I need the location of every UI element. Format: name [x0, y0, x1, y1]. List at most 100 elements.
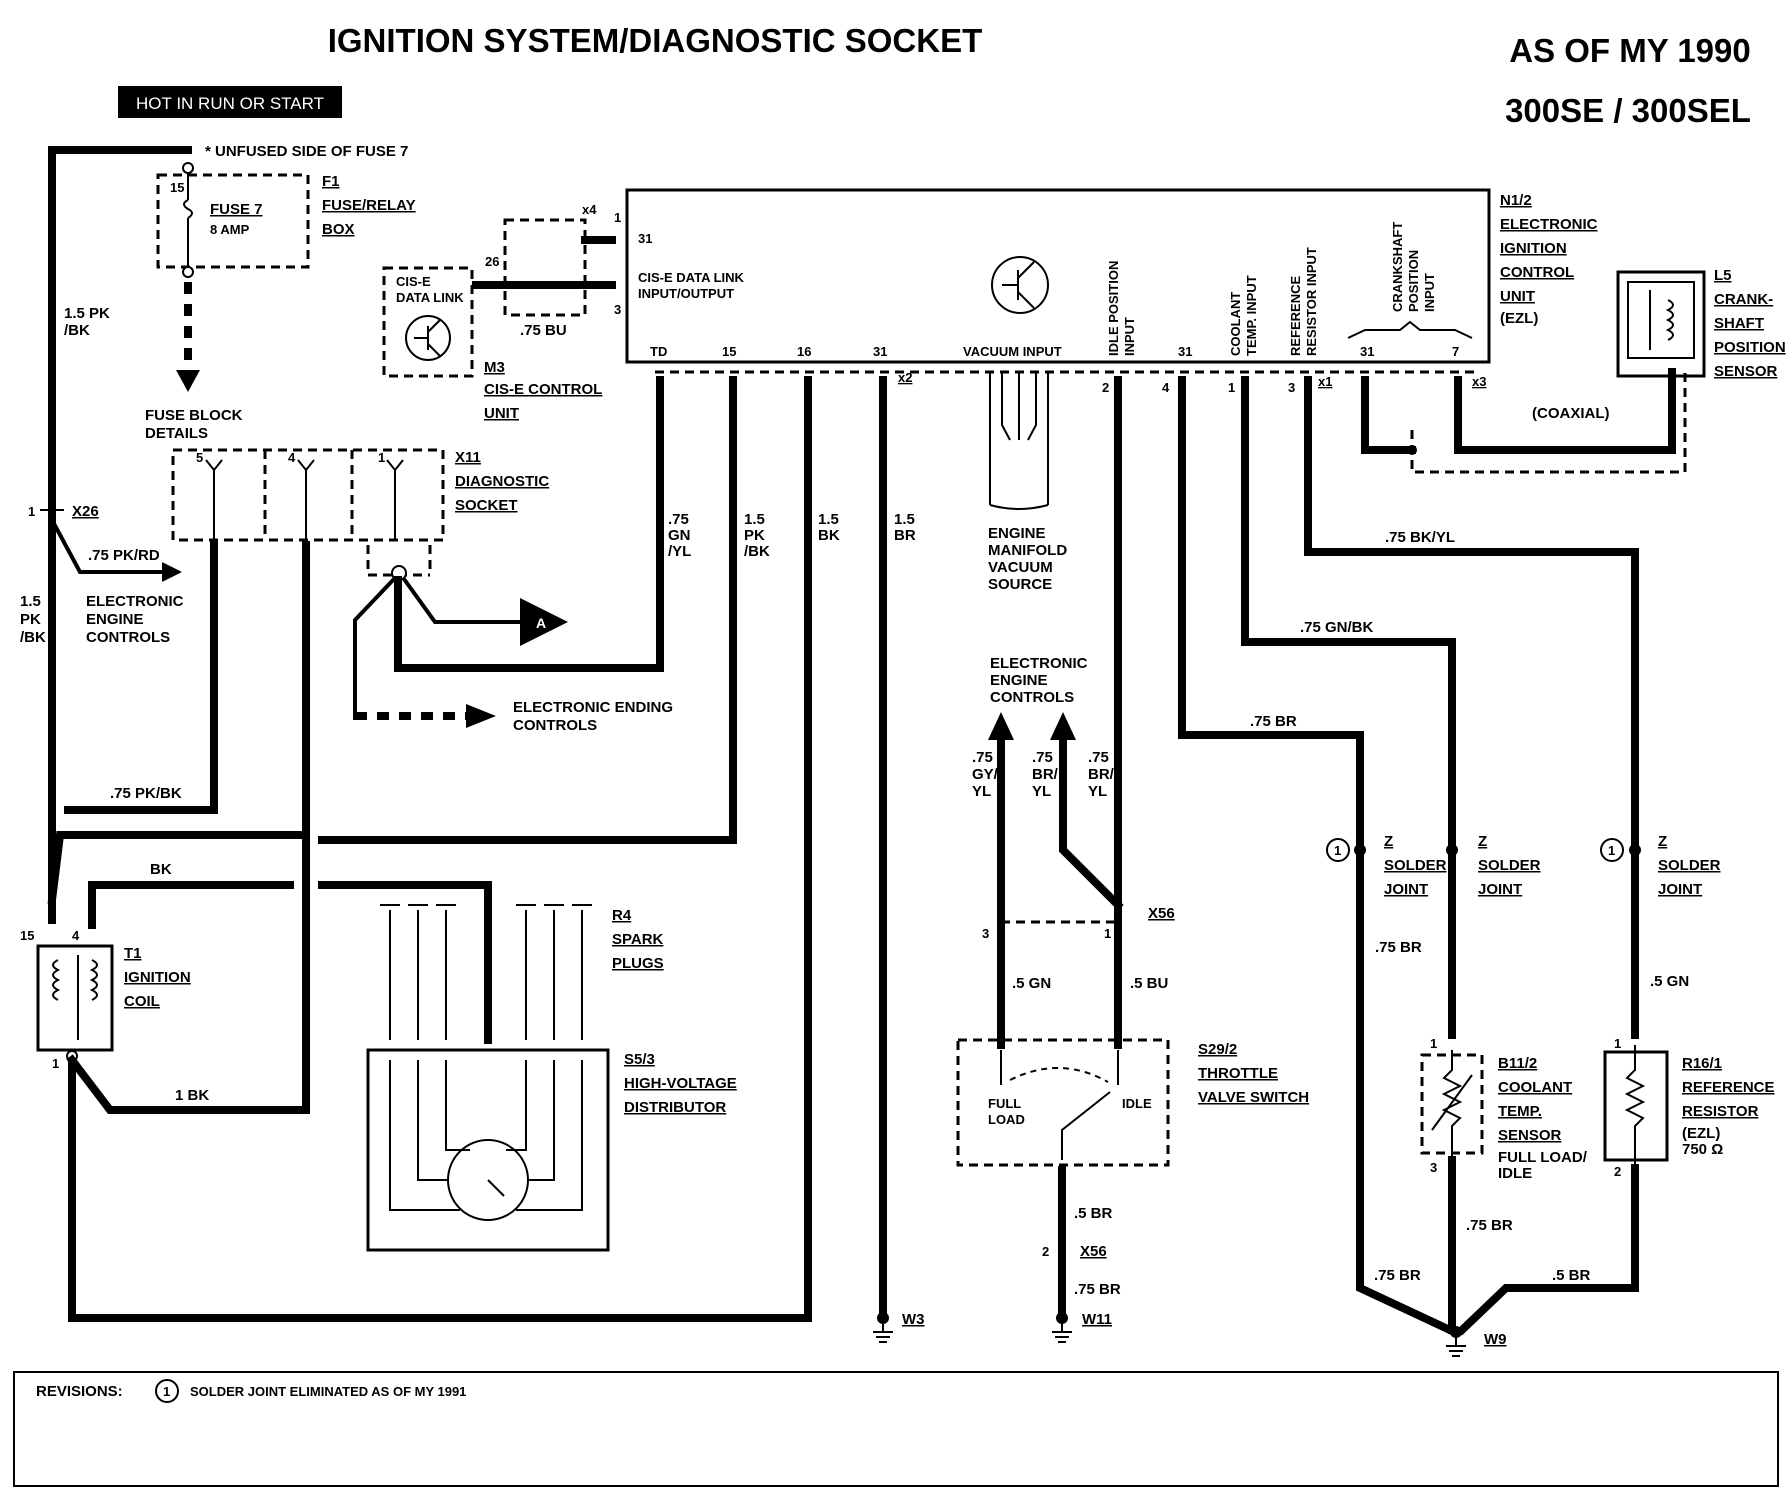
- l5-line-2: SHAFT: [1714, 315, 1764, 332]
- ezl-reference-input-2: RESISTOR INPUT: [1304, 247, 1319, 356]
- x11-pin-1: 1: [378, 450, 385, 465]
- eec-mid-2: CONTROLS: [513, 717, 597, 734]
- b112-line-2: TEMP.: [1498, 1103, 1542, 1120]
- splice-left-z: Z: [1384, 833, 1393, 850]
- fuse-detail-arrow: [176, 370, 200, 392]
- wire-label-pk-bk-top2: /BK: [64, 322, 90, 339]
- s53-line-1: HIGH-VOLTAGE: [624, 1075, 737, 1092]
- coil-icon: [52, 955, 98, 1040]
- x4-id: x4: [582, 202, 597, 217]
- ezl-idle-input-1: IDLE POSITION: [1106, 261, 1121, 356]
- x56-pin-2: 2: [1042, 1244, 1049, 1259]
- eec-right-1: ELECTRONIC: [990, 655, 1088, 672]
- splice-right-rev: 1: [1608, 843, 1615, 858]
- m3-pin-26: 26: [485, 254, 499, 269]
- feed-wire-pk-bk: [48, 146, 192, 924]
- x11-pin-5: 5: [196, 450, 203, 465]
- x4-connector-box: [503, 218, 587, 317]
- ezl-datalink-2: INPUT/OUTPUT: [638, 286, 734, 301]
- ground-w3: [873, 1312, 893, 1343]
- wire-label-gn5: .5 GN: [1012, 975, 1051, 992]
- eec-right-2: ENGINE: [990, 672, 1048, 689]
- wire-label-gn-yl-2: GN: [668, 527, 691, 544]
- coaxial-shield: [1410, 372, 1687, 474]
- wire-label-br-yl-a-3: YL: [1032, 783, 1051, 800]
- t1-line-1: IGNITION: [124, 969, 191, 986]
- m3-inner2: DATA LINK: [396, 290, 464, 305]
- s292-idle: IDLE: [1122, 1096, 1152, 1111]
- r161-line-1: REFERENCE: [1682, 1079, 1775, 1096]
- wire-label-gy-yl-1: .75: [972, 749, 993, 766]
- wire-label-bu: .75 BU: [520, 322, 567, 339]
- fuse-symbol: [183, 199, 193, 219]
- wire-br-resistor-ground: [1456, 1164, 1639, 1336]
- ezl-control-unit: [625, 188, 1491, 364]
- splice-right-solder: SOLDER: [1658, 857, 1721, 874]
- spark-plugs-r4: [380, 904, 592, 1040]
- l5-line-1: CRANK-: [1714, 291, 1773, 308]
- ezl-id: N1/2: [1500, 192, 1532, 209]
- wire-label-br5b: .5 BR: [1552, 1267, 1591, 1284]
- eec-right-3: CONTROLS: [990, 689, 1074, 706]
- revisions-marker: [155, 1379, 179, 1403]
- revisions-box: [13, 1371, 1779, 1487]
- ezl-line-3: CONTROL: [1500, 264, 1574, 281]
- m3-desc2: UNIT: [484, 405, 519, 422]
- throttle-valve-switch-s292: [956, 1038, 1170, 1167]
- splice-mid-z: Z: [1478, 833, 1487, 850]
- wire-label-br-yl-b-3: YL: [1088, 783, 1107, 800]
- b112-line-4: FULL LOAD/: [1498, 1149, 1588, 1166]
- ezl-coolant-input-1: COOLANT: [1228, 292, 1243, 356]
- b112-line-3: SENSOR: [1498, 1127, 1562, 1144]
- wire-label-br75-b: .75 BR: [1374, 1267, 1421, 1284]
- crankshaft-position-sensor-l5: [1616, 270, 1706, 378]
- vacuum-2: MANIFOLD: [988, 542, 1067, 559]
- eec-left-3: CONTROLS: [86, 629, 170, 646]
- r161-line-3: (EZL): [1682, 1125, 1720, 1142]
- wire-pk-bk-x11-pin5: [64, 541, 218, 814]
- high-voltage-distributor-s53: [366, 1048, 610, 1252]
- s292-line-1: THROTTLE: [1198, 1065, 1278, 1082]
- m3-pin-1: 1: [614, 210, 621, 225]
- vacuum-hose: [989, 372, 1049, 441]
- ezl-crank-input-3: INPUT: [1422, 273, 1437, 312]
- diagnostic-socket-x11: [171, 448, 445, 542]
- splice-z-middle: Z SOLDER JOINT: [1446, 833, 1541, 898]
- splice-right-joint: JOINT: [1658, 881, 1702, 898]
- splice-mid-joint: JOINT: [1478, 881, 1522, 898]
- wire-label-pk-bk-small: .75 PK/BK: [110, 785, 182, 802]
- ezl-x1: x1: [1318, 374, 1332, 389]
- l5-line-4: SENSOR: [1714, 363, 1778, 380]
- eec-mid-1: ELECTRONIC ENDING: [513, 699, 673, 716]
- m3-id: M3: [484, 359, 505, 376]
- model-names: 300SE / 300SEL: [1505, 92, 1751, 129]
- wire-label-bu5: .5 BU: [1130, 975, 1168, 992]
- wire-label-br15-2: BR: [894, 527, 916, 544]
- coax-label: (COAXIAL): [1532, 405, 1610, 422]
- ezl-line-1: ELECTRONIC: [1500, 216, 1598, 233]
- wire-bk-yl-reference: [1304, 376, 1639, 1039]
- arrow-a-label: A: [536, 615, 546, 631]
- ezl-crank-input-2: POSITION: [1406, 250, 1421, 312]
- r161-pin-1: 1: [1614, 1036, 1621, 1051]
- revisions-label: REVISIONS:: [36, 1383, 123, 1400]
- wire-pk-bk-15: [318, 376, 737, 844]
- wire-label-bk-yl: .75 BK/YL: [1385, 529, 1455, 546]
- x56-pin-1: 1: [1104, 926, 1111, 941]
- diagram-title: IGNITION SYSTEM/DIAGNOSTIC SOCKET: [328, 22, 983, 59]
- wire-label-pk-bk15-1: 1.5: [744, 511, 765, 528]
- wire-label-pk-bk-left3: /BK: [20, 629, 46, 646]
- s292-load: LOAD: [988, 1112, 1025, 1127]
- t1-line-2: COIL: [124, 993, 160, 1010]
- wire-label-pk-bk15-2: PK: [744, 527, 765, 544]
- ground-w9-label: W9: [1484, 1331, 1507, 1348]
- wire-pk-rd: [50, 519, 168, 574]
- wire-to-a: [402, 577, 520, 624]
- ezl-crank-7: 7: [1452, 344, 1459, 359]
- splice-z-left: 1 Z SOLDER JOINT: [1326, 833, 1447, 898]
- x56-pin-3: 3: [982, 926, 989, 941]
- r161-pin-2: 2: [1614, 1164, 1621, 1179]
- b112-line-1: COOLANT: [1498, 1079, 1572, 1096]
- ground-w11: [1052, 1312, 1072, 1343]
- ezl-coolant-input-2: TEMP. INPUT: [1244, 275, 1259, 356]
